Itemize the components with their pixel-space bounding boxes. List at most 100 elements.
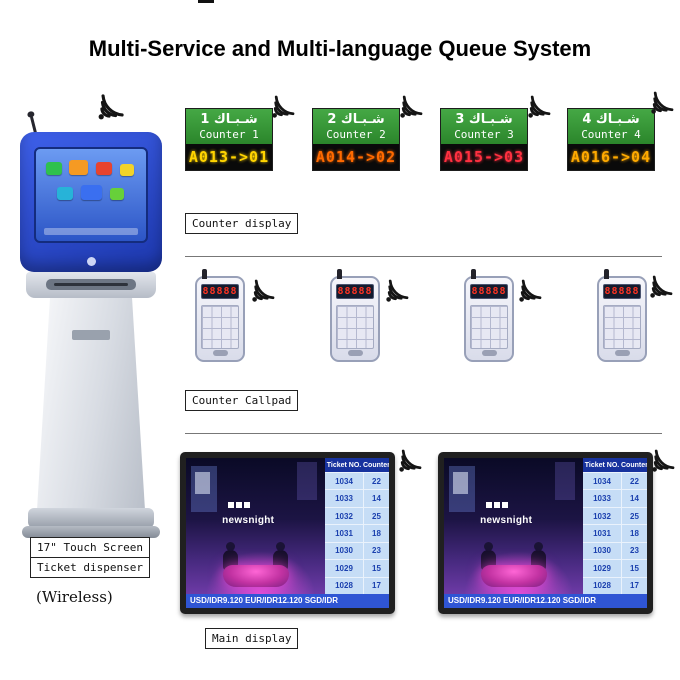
ticket-printer-slot bbox=[46, 279, 136, 290]
callpad-speaker bbox=[615, 350, 630, 356]
wireless-caption: (Wireless) bbox=[36, 588, 113, 606]
counter-callpad-section-label: Counter Callpad bbox=[185, 390, 299, 411]
kiosk-screen-icon bbox=[46, 162, 62, 175]
ticket-cell: 15 bbox=[364, 560, 389, 577]
led-ticket-number: A016->04 bbox=[568, 144, 654, 170]
counter-display-4: شـبـاك 4 Counter 4 A016->04 bbox=[567, 108, 655, 171]
wireless-icon bbox=[97, 94, 124, 121]
ticket-table-header: Ticket NO. Counter bbox=[325, 458, 389, 472]
kiosk-screen-icon bbox=[57, 187, 73, 200]
callpad-keypad bbox=[201, 305, 239, 349]
kiosk-body-vent bbox=[72, 330, 110, 340]
wireless-icon bbox=[398, 95, 423, 120]
bbc-logo bbox=[485, 501, 508, 508]
callpad-antenna bbox=[604, 269, 609, 279]
callpad-keypad bbox=[603, 305, 641, 349]
kiosk-screen-housing bbox=[20, 132, 162, 272]
studio-desk bbox=[222, 565, 289, 587]
wireless-icon bbox=[250, 279, 275, 304]
kiosk-label-line2: Ticket dispenser bbox=[30, 557, 150, 578]
ticket-table-header: Ticket NO. Counter bbox=[583, 458, 647, 472]
studio-scene: newsnight bbox=[186, 458, 325, 594]
studio-backdrop bbox=[195, 472, 210, 494]
callpad-antenna bbox=[471, 269, 476, 279]
ticket-cell: 23 bbox=[622, 542, 647, 560]
counter-display-1: شـبـاك 1 Counter 1 A013->01 bbox=[185, 108, 273, 171]
kiosk-base bbox=[28, 508, 154, 528]
callpad-screen: 88888 bbox=[603, 284, 641, 299]
callpad-speaker bbox=[482, 350, 497, 356]
kiosk-label-line1: 17" Touch Screen bbox=[30, 537, 150, 558]
bbc-logo bbox=[227, 501, 250, 508]
counter-callpad-2: 88888 bbox=[330, 269, 380, 362]
counter-display-3: شـبـاك 3 Counter 3 A015->03 bbox=[440, 108, 528, 171]
ticket-cell: 1033 bbox=[583, 490, 621, 507]
ticket-cell: 1034 bbox=[583, 473, 621, 490]
counter-display-header: شـبـاك 3 Counter 3 bbox=[441, 109, 527, 144]
counter-arabic-label: شـبـاك 4 bbox=[582, 112, 640, 127]
ticket-cell: 18 bbox=[364, 525, 389, 542]
col-ticket-no: Ticket NO. bbox=[326, 461, 362, 469]
kiosk-screen-icon bbox=[69, 160, 88, 175]
counter-english-label: Counter 4 bbox=[581, 128, 641, 141]
ticket-cell: 18 bbox=[622, 525, 647, 542]
counter-display-2: شـبـاك 2 Counter 2 A014->02 bbox=[312, 108, 400, 171]
counter-arabic-label: شـبـاك 1 bbox=[200, 112, 258, 127]
ticket-cell: 25 bbox=[364, 507, 389, 525]
ticker-bar: USD/IDR9.120 EUR/IDR12.120 SGD/IDR bbox=[444, 594, 647, 608]
ticket-cell: 1031 bbox=[325, 525, 363, 542]
col-counter: Counter bbox=[363, 461, 389, 469]
newsnight-logo: newsnight bbox=[480, 515, 533, 527]
ticket-cell: 14 bbox=[622, 490, 647, 507]
wireless-icon bbox=[517, 279, 542, 304]
studio-backdrop bbox=[453, 472, 468, 494]
counter-english-label: Counter 2 bbox=[326, 128, 386, 141]
ticket-cell: 15 bbox=[622, 560, 647, 577]
callpad-antenna bbox=[202, 269, 207, 279]
led-ticket-number: A015->03 bbox=[441, 144, 527, 170]
ticket-cell: 1028 bbox=[583, 577, 621, 594]
kiosk-screen-icon bbox=[81, 185, 102, 200]
page-title: Multi-Service and Multi-language Queue S… bbox=[88, 36, 592, 61]
wireless-icon bbox=[384, 279, 409, 304]
main-display-section-label: Main display bbox=[205, 628, 299, 649]
ticket-cell: 17 bbox=[364, 577, 389, 594]
wireless-icon bbox=[526, 95, 551, 120]
callpad-screen: 88888 bbox=[201, 284, 239, 299]
kiosk-screen-icon bbox=[110, 188, 124, 200]
counter-callpad-4: 88888 bbox=[597, 269, 647, 362]
callpad-speaker bbox=[213, 350, 228, 356]
studio-desk bbox=[480, 565, 547, 587]
counter-english-label: Counter 3 bbox=[454, 128, 514, 141]
ticker-bar: USD/IDR9.120 EUR/IDR12.120 SGD/IDR bbox=[186, 594, 389, 608]
studio-scene: newsnight bbox=[444, 458, 583, 594]
callpad-screen: 88888 bbox=[470, 284, 508, 299]
counter-callpad-3: 88888 bbox=[464, 269, 514, 362]
counter-arabic-label: شـبـاك 3 bbox=[455, 112, 513, 127]
kiosk-base-plate bbox=[22, 526, 160, 538]
studio-backdrop bbox=[297, 462, 317, 500]
ticket-cell: 23 bbox=[364, 542, 389, 560]
ticket-cell: 1031 bbox=[583, 525, 621, 542]
kiosk-screen-icon bbox=[96, 162, 112, 175]
col-ticket-no: Ticket NO. bbox=[584, 461, 620, 469]
ticket-cell: 1032 bbox=[583, 507, 621, 525]
col-counter: Counter bbox=[621, 461, 647, 469]
callpad-speaker bbox=[348, 350, 363, 356]
led-ticket-number: A014->02 bbox=[313, 144, 399, 170]
